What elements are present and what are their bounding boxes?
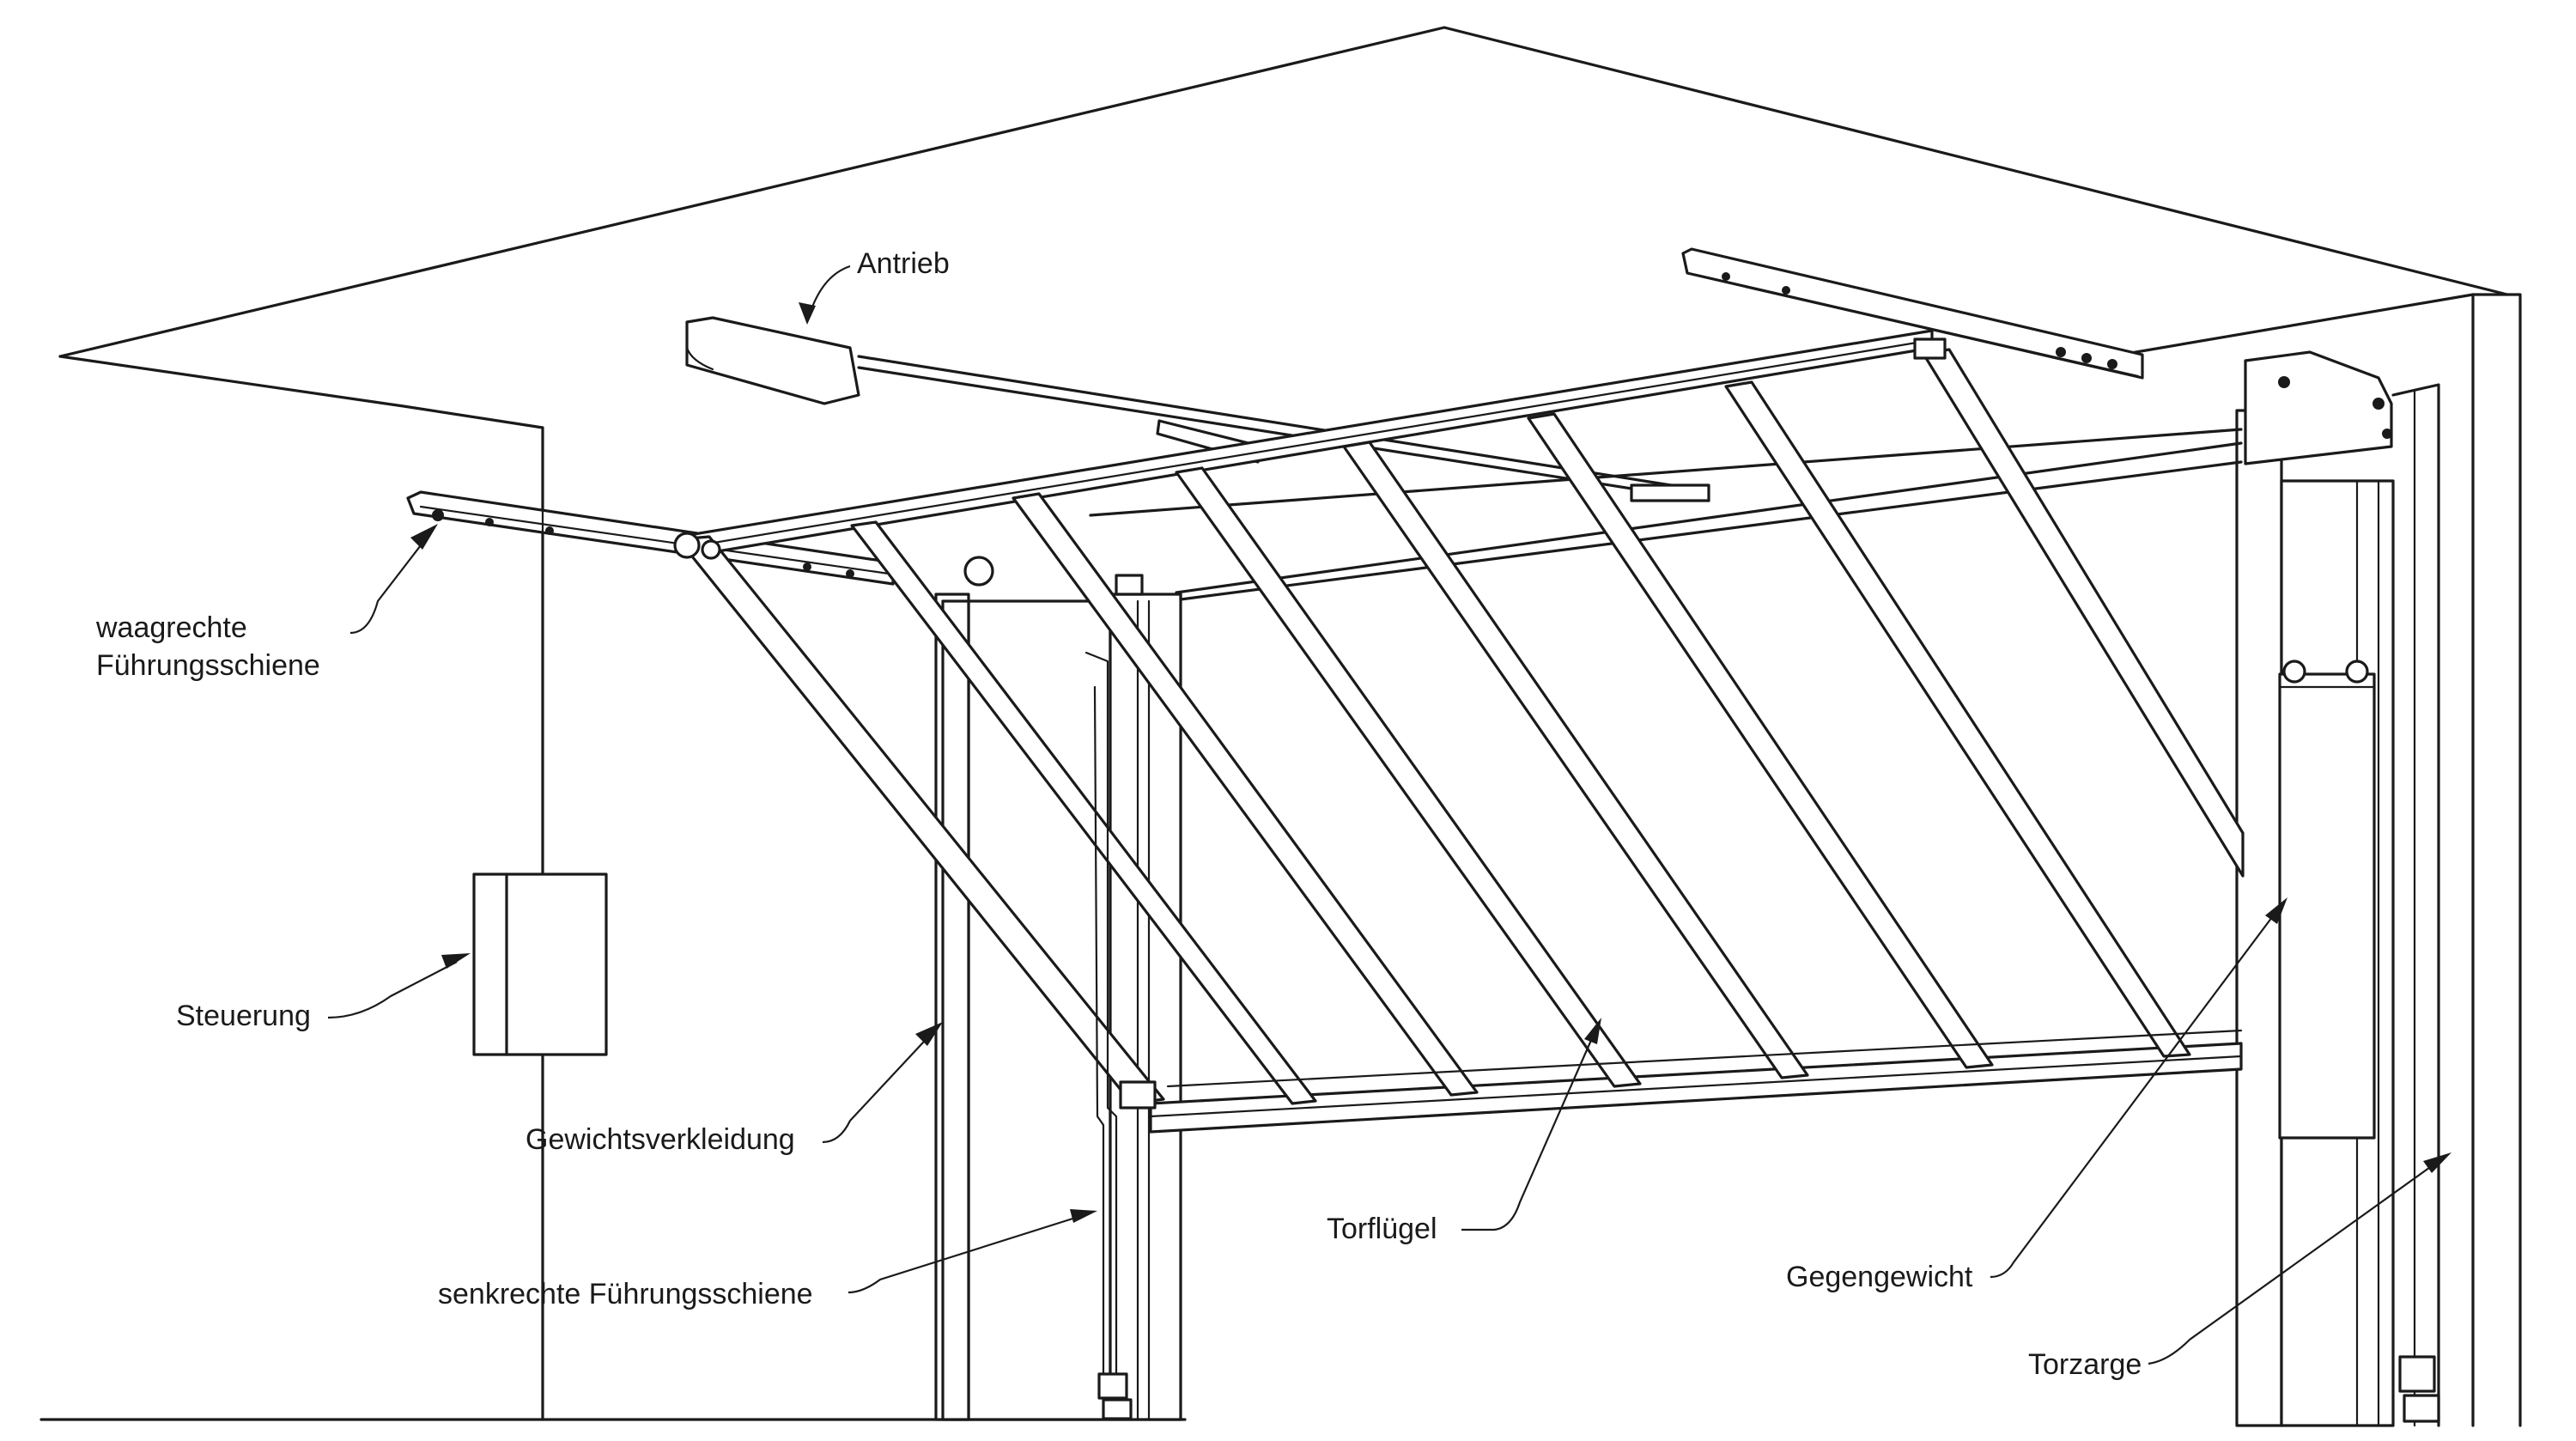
weight-cover (941, 599, 970, 1421)
label-gegengewicht: Gegengewicht (1786, 1261, 1973, 1293)
label-waagrechte-line2: Führungsschiene (96, 649, 320, 682)
label-waagrechte-line1: waagrechte (95, 611, 247, 644)
label-torfluegel: Torflügel (1327, 1213, 1437, 1245)
label-senkrechte: senkrechte Führungsschiene (438, 1278, 813, 1310)
label-antrieb: Antrieb (857, 247, 950, 280)
counterweight (2278, 660, 2376, 1140)
label-steuerung: Steuerung (176, 1000, 311, 1032)
top-right-rail (1681, 247, 2144, 380)
ceiling (58, 26, 2509, 1421)
vertical-guide-rail (1084, 651, 1133, 1420)
horizontal-guide-rail (406, 490, 895, 586)
drive-unit (685, 316, 1710, 502)
labels: Antrieb waagrechte Führungsschiene Steue… (95, 247, 2142, 1381)
control-unit (472, 426, 608, 1056)
label-gewichtsverkleidung: Gewichtsverkleidung (526, 1123, 795, 1156)
leader-lines (327, 264, 2451, 1365)
door-leaf (673, 329, 2245, 1134)
label-torzarge: Torzarge (2028, 1348, 2142, 1381)
rear-ceiling-edge (1089, 428, 2243, 601)
